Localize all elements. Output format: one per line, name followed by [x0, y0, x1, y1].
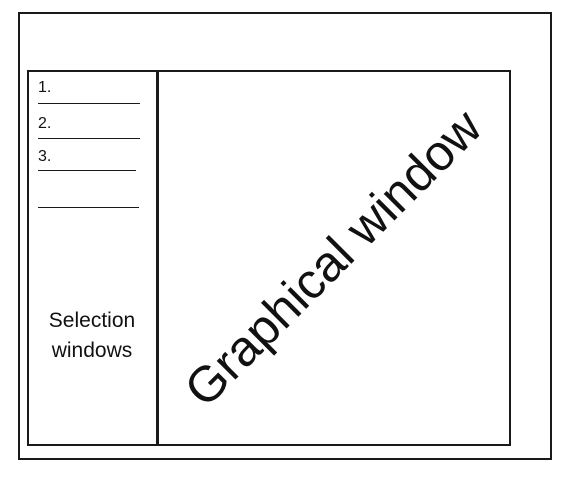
graphical-window-panel — [156, 70, 511, 446]
selection-item-3-line[interactable] — [38, 170, 136, 171]
selection-window-caption: Selection windows — [31, 306, 153, 366]
selection-item-3-label: 3. — [38, 148, 52, 165]
selection-item-1-line[interactable] — [38, 103, 140, 104]
selection-item-2-label: 2. — [38, 115, 52, 132]
selection-window-panel — [27, 70, 159, 446]
selection-item-2-line[interactable] — [38, 138, 140, 139]
selection-item-4-line[interactable] — [38, 207, 139, 208]
selection-caption-line-2: windows — [51, 339, 133, 362]
selection-item-1-label: 1. — [38, 79, 52, 96]
selection-caption-line-1: Selection — [48, 309, 136, 332]
